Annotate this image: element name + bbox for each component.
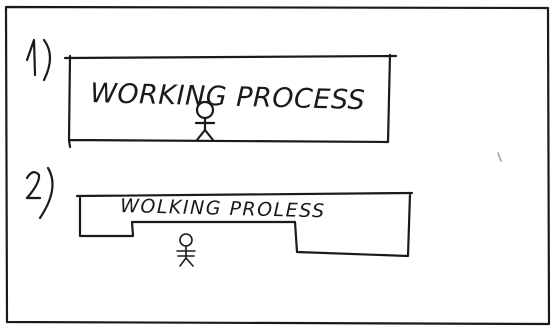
panel-1-number-mark	[25, 38, 52, 82]
panel-1-box	[63, 53, 398, 149]
panel-2-number-mark	[25, 166, 54, 220]
outer-frame	[4, 5, 551, 326]
panel-1: 1) WORKING PROCESS	[25, 38, 398, 149]
panel-2-stick-figure-icon	[176, 233, 196, 267]
panel-2-box	[75, 191, 414, 258]
panel-2: 2) WOLKING PROLESS	[25, 166, 414, 267]
panel-1-stick-figure-icon	[194, 100, 216, 142]
stray-mark	[497, 152, 502, 162]
panel-1-label: WORKING PROCESS	[90, 78, 366, 116]
panel-2-label: WOLKING PROLESS	[120, 195, 326, 222]
